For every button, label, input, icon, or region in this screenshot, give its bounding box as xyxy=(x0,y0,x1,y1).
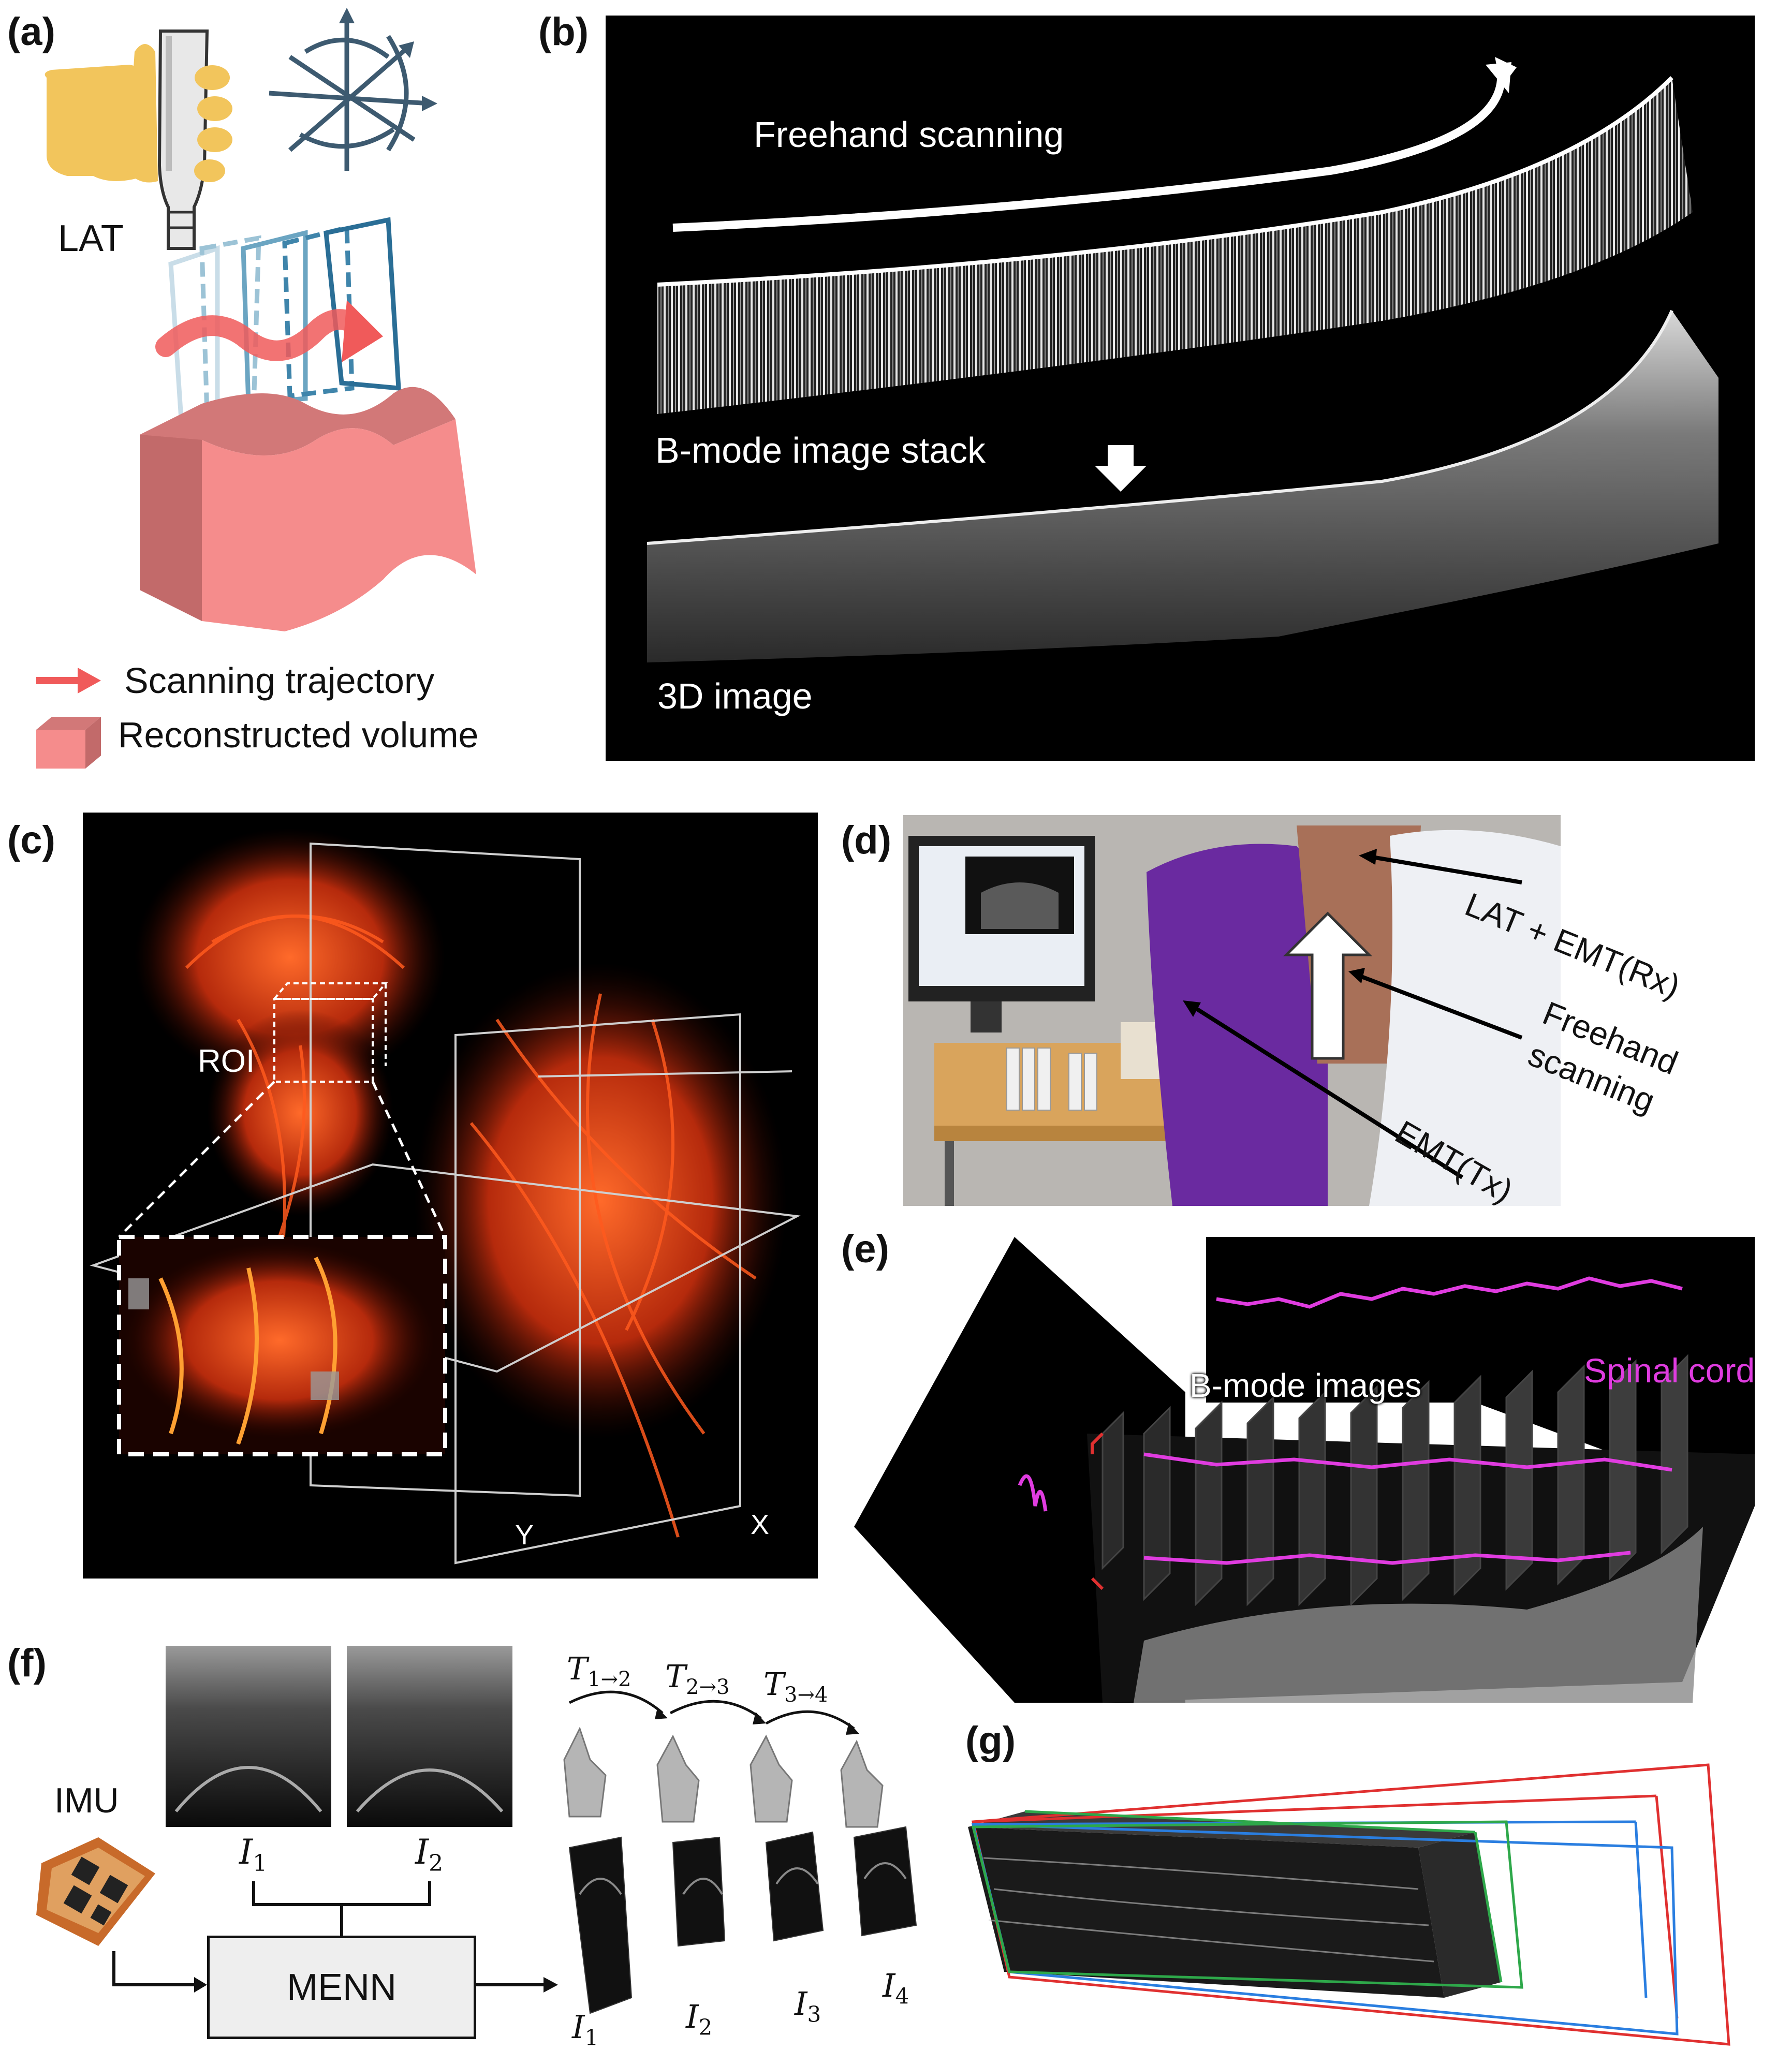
probe-hand-illustration xyxy=(45,30,232,250)
panel-f-label: (f) xyxy=(7,1641,47,1685)
r2-label: I2 xyxy=(686,1998,713,2040)
legend-scanning-trajectory: Scanning trajectory xyxy=(124,660,435,701)
volume-cube-icon xyxy=(36,717,101,769)
imu-label: IMU xyxy=(54,1781,119,1820)
r4-label: I4 xyxy=(883,1967,909,2009)
menn-label: MENN xyxy=(287,1967,396,2008)
i1-label: I1 xyxy=(239,1832,268,1877)
panel-b-graphics xyxy=(647,57,1718,662)
roi-label: ROI xyxy=(198,1043,255,1079)
menn-connectors xyxy=(112,1881,558,1993)
panel-c-label: (c) xyxy=(7,818,55,862)
panel-d-photo xyxy=(903,815,1561,1206)
spinal-cord-label: Spinal cord xyxy=(1584,1351,1755,1390)
panel-c-image: ROI Y X xyxy=(83,813,818,1579)
panel-e-3d-view xyxy=(854,1237,1755,1703)
t12-label: T1→2 xyxy=(567,1651,631,1691)
probe-poses-illustration xyxy=(563,1690,917,2014)
panel-b-image: Freehand scanning B-mode image stack 3D … xyxy=(606,16,1755,761)
panel-e-label: (e) xyxy=(841,1227,889,1271)
panel-d-label: (d) xyxy=(841,818,892,862)
bmode-images-label: B-mode images xyxy=(1189,1367,1422,1404)
panel-d-graphics xyxy=(903,815,1561,1206)
panel-g-volume-comparison xyxy=(968,1763,1730,2046)
us-frame-1 xyxy=(166,1646,331,1827)
axis-y-label: Y xyxy=(515,1520,534,1551)
axis-x-label: X xyxy=(751,1509,770,1540)
reconstructed-volume-illustration xyxy=(140,387,476,631)
r1-label: I1 xyxy=(572,2008,599,2051)
panel-a-label: (a) xyxy=(7,10,55,54)
legend-reconstructed-volume: Reconstructed volume xyxy=(118,715,479,755)
trajectory-arrow-icon xyxy=(36,668,101,694)
panel-g-label: (g) xyxy=(965,1719,1016,1763)
panel-c-graphics xyxy=(90,828,801,1565)
bmode-stack-label: B-mode image stack xyxy=(655,430,986,470)
us-frame-2 xyxy=(347,1646,512,1827)
r3-label: I3 xyxy=(795,1985,821,2027)
imu-chip-icon xyxy=(36,1837,155,1946)
i2-label: I2 xyxy=(415,1832,444,1877)
menn-box: MENN xyxy=(207,1936,476,2039)
freehand-scanning-label: Freehand scanning xyxy=(754,114,1064,155)
t23-label: T2→3 xyxy=(665,1659,730,1699)
axes-rotation-icon xyxy=(269,8,437,171)
t34-label: T3→4 xyxy=(763,1666,828,1707)
panel-b-label: (b) xyxy=(538,10,589,54)
probe-label: LAT xyxy=(58,218,124,259)
image-3d-label: 3D image xyxy=(657,676,813,716)
